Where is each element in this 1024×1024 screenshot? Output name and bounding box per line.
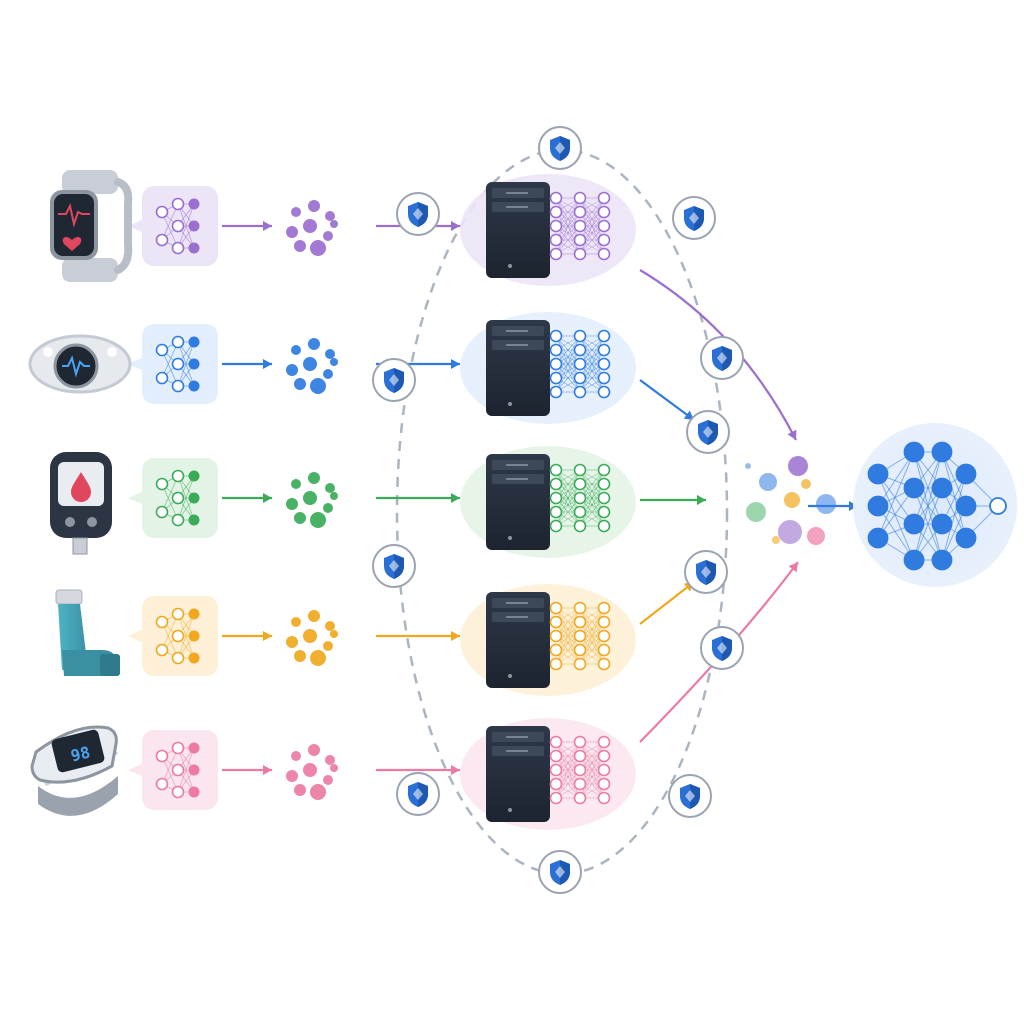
- shield-icon: [686, 410, 730, 454]
- ecg-patch-icon: [28, 334, 132, 394]
- lane-ecg-patch: [128, 312, 636, 424]
- shield-icon: [396, 772, 440, 816]
- server-node: [460, 718, 636, 830]
- update-arrow: [222, 493, 272, 503]
- pulse-oximeter-icon: 98: [30, 725, 118, 816]
- lane-pulse-oximeter: [128, 718, 636, 830]
- local-model-card: [128, 324, 218, 404]
- shield-icon: [700, 336, 744, 380]
- shield-icon: [668, 774, 712, 818]
- lane-smartwatch: [128, 174, 636, 286]
- flow-arrow-inhaler: [639, 581, 695, 625]
- update-cluster: [286, 472, 338, 528]
- server-node: [460, 446, 636, 558]
- shield-icon: [700, 626, 744, 670]
- shield-icon: [538, 126, 582, 170]
- glucose-meter-icon: [50, 452, 112, 555]
- update-arrow: [222, 765, 272, 775]
- upload-arrow: [376, 765, 460, 775]
- server-node: [460, 312, 636, 424]
- flow-arrow-ecg-patch: [639, 379, 695, 421]
- flow-arrow-glucose-meter: [640, 495, 706, 505]
- shield-icon: [672, 196, 716, 240]
- shield-icon: [372, 544, 416, 588]
- update-arrow: [222, 221, 272, 231]
- oximeter-reading: 98: [69, 742, 92, 765]
- aggregation-cluster: [745, 456, 836, 545]
- global-model: [853, 423, 1017, 587]
- lane-inhaler: [128, 584, 636, 696]
- shield-icon: [372, 358, 416, 402]
- server-node: [460, 174, 636, 286]
- global-output-node: [989, 497, 1007, 515]
- smartwatch-icon: [50, 170, 133, 282]
- upload-arrow: [376, 493, 460, 503]
- shield-icon: [396, 192, 440, 236]
- local-model-card: [128, 730, 218, 810]
- update-arrow: [222, 631, 272, 641]
- update-arrow: [222, 359, 272, 369]
- local-model-card: [128, 596, 218, 676]
- lane-glucose-meter: [128, 446, 636, 558]
- update-cluster: [286, 744, 338, 800]
- local-model-card: [128, 458, 218, 538]
- local-model-card: [128, 186, 218, 266]
- update-cluster: [286, 610, 338, 666]
- inhaler-icon: [55, 589, 120, 676]
- upload-arrow: [376, 631, 460, 641]
- shield-icon: [538, 850, 582, 894]
- server-node: [460, 584, 636, 696]
- update-cluster: [286, 338, 338, 394]
- shield-icon: [684, 550, 728, 594]
- update-cluster: [286, 200, 338, 256]
